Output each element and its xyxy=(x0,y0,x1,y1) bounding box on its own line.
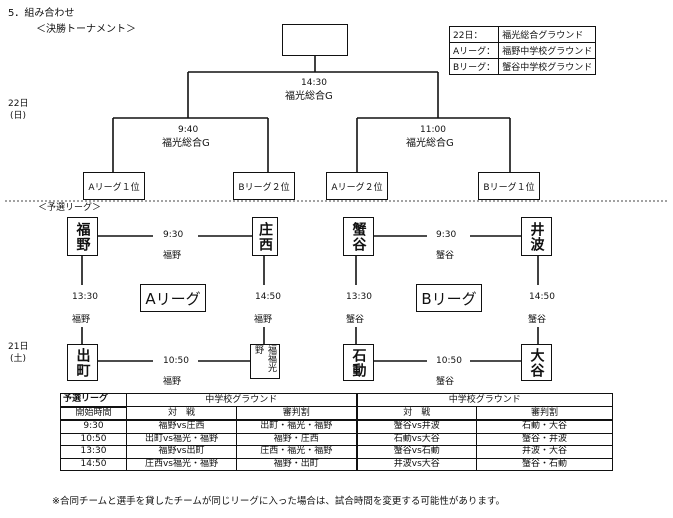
table-row: 14:50 庄西vs福光・福野 福野・出町 井波vs大谷 蟹谷・石動 xyxy=(60,457,614,471)
champion-box xyxy=(282,24,348,56)
slot-b-second: Bリーグ２位 xyxy=(233,172,295,200)
team-fukufuku: 福福光野 xyxy=(250,344,280,379)
match-ref: 福野 xyxy=(254,315,273,325)
semi-right-time: 11:00 xyxy=(420,125,446,135)
final-time: 14:30 xyxy=(301,78,327,88)
col-time: 開始時間 xyxy=(60,406,127,421)
table-row: 13:30 福野vs出町 庄西・福光・福野 蟹谷vs石動 井波・大谷 xyxy=(60,445,614,459)
row-a-ref: 福野・庄西 xyxy=(235,432,358,446)
day22-date: 22日 xyxy=(8,99,29,109)
day21-date: 21日 xyxy=(8,342,29,352)
table-row: 10:50 出町vs福光・福野 福野・庄西 石動vs大谷 蟹谷・井波 xyxy=(60,432,614,446)
col-ref: 審判割 xyxy=(235,406,358,421)
row-a-ref: 福野・出町 xyxy=(235,457,358,471)
row-a-ref: 出町・福光・福野 xyxy=(235,419,358,434)
row-b-ref: 蟹谷・石動 xyxy=(476,457,614,471)
match-ref: 福野 xyxy=(163,251,182,261)
col-match: 対 戦 xyxy=(126,406,237,421)
match-ref: 蟹谷 xyxy=(436,377,455,387)
semi-left-venue: 福光総合G xyxy=(162,138,210,149)
row-b-match: 石動vs大谷 xyxy=(355,432,478,446)
day22-weekday: (日) xyxy=(10,111,27,121)
schedule-title: 予選リーグ xyxy=(60,393,127,408)
row-time: 9:30 xyxy=(60,419,127,434)
row-b-ref: 井波・大谷 xyxy=(476,445,614,459)
match-time: 9:30 xyxy=(436,230,457,240)
team-otani: 大谷 xyxy=(521,344,552,381)
league-b-box: Bリーグ xyxy=(416,284,482,312)
prelim-label: ＜予選リーグ＞ xyxy=(38,203,102,213)
match-ref: 蟹谷 xyxy=(528,315,547,325)
col-ref: 審判割 xyxy=(476,406,614,421)
venue-value: 蟹谷中学校グラウンド xyxy=(498,58,597,75)
venue-legend: 22日： 福光総合グラウンド Aリーグ： 福野中学校グラウンド Bリーグ： 蟹谷… xyxy=(448,26,597,75)
row-time: 13:30 xyxy=(60,445,127,459)
match-ref: 福野 xyxy=(72,315,91,325)
row-b-ref: 石動・大谷 xyxy=(476,419,614,434)
row-time: 14:50 xyxy=(60,457,127,471)
row-a-match: 福野vs出町 xyxy=(126,445,237,459)
match-time: 13:30 xyxy=(72,292,98,302)
team-ishido: 石動 xyxy=(343,344,374,381)
row-b-match: 蟹谷vs石動 xyxy=(355,445,478,459)
slot-a-first: Aリーグ１位 xyxy=(83,172,145,200)
section-title: 5．組み合わせ xyxy=(8,8,75,19)
day21-weekday: (土) xyxy=(10,354,27,364)
final-venue: 福光総合G xyxy=(285,91,333,102)
match-ref: 蟹谷 xyxy=(436,251,455,261)
row-a-match: 出町vs福光・福野 xyxy=(126,432,237,446)
semi-left-time: 9:40 xyxy=(178,125,199,135)
match-ref: 蟹谷 xyxy=(346,315,365,325)
team-demachi: 出町 xyxy=(67,344,98,381)
match-time: 10:50 xyxy=(436,356,462,366)
league-a-box: Aリーグ xyxy=(140,284,206,312)
match-time: 10:50 xyxy=(163,356,189,366)
row-time: 10:50 xyxy=(60,432,127,446)
bracket-subtitle: ＜決勝トーナメント＞ xyxy=(36,24,136,35)
slot-b-first: Bリーグ１位 xyxy=(478,172,540,200)
col-match: 対 戦 xyxy=(355,406,478,421)
match-time: 13:30 xyxy=(346,292,372,302)
bracket-lines xyxy=(5,56,668,362)
row-a-match: 庄西vs福光・福野 xyxy=(126,457,237,471)
row-b-match: 蟹谷vs井波 xyxy=(355,419,478,434)
team-fukuno: 福野 xyxy=(67,217,98,256)
team-shosei: 庄西 xyxy=(252,217,278,256)
schedule-venue-a: 中学校グラウンド xyxy=(125,393,358,407)
venue-key: Bリーグ： xyxy=(448,58,500,75)
semi-right-venue: 福光総合G xyxy=(406,138,454,149)
match-time: 14:50 xyxy=(255,292,281,302)
footnote: ※合同チームと選手を貸したチームが同じリーグに入った場合は、試合時間を変更する可… xyxy=(52,496,505,507)
match-ref: 福野 xyxy=(163,377,182,387)
team-kaniya: 蟹谷 xyxy=(343,217,374,256)
table-row: 9:30 福野vs庄西 出町・福光・福野 蟹谷vs井波 石動・大谷 xyxy=(60,419,614,434)
schedule-venue-b: 中学校グラウンド xyxy=(355,393,614,407)
row-a-match: 福野vs庄西 xyxy=(126,419,237,434)
row-a-ref: 庄西・福光・福野 xyxy=(235,445,358,459)
team-inami: 井波 xyxy=(521,217,552,256)
slot-a-second: Aリーグ２位 xyxy=(326,172,388,200)
row-b-ref: 蟹谷・井波 xyxy=(476,432,614,446)
match-time: 9:30 xyxy=(163,230,184,240)
schedule-table: 予選リーグ 中学校グラウンド 中学校グラウンド 開始時間 対 戦 審判割 対 戦… xyxy=(60,393,614,471)
match-time: 14:50 xyxy=(529,292,555,302)
row-b-match: 井波vs大谷 xyxy=(355,457,478,471)
venue-value: 福光総合グラウンド xyxy=(498,26,597,43)
